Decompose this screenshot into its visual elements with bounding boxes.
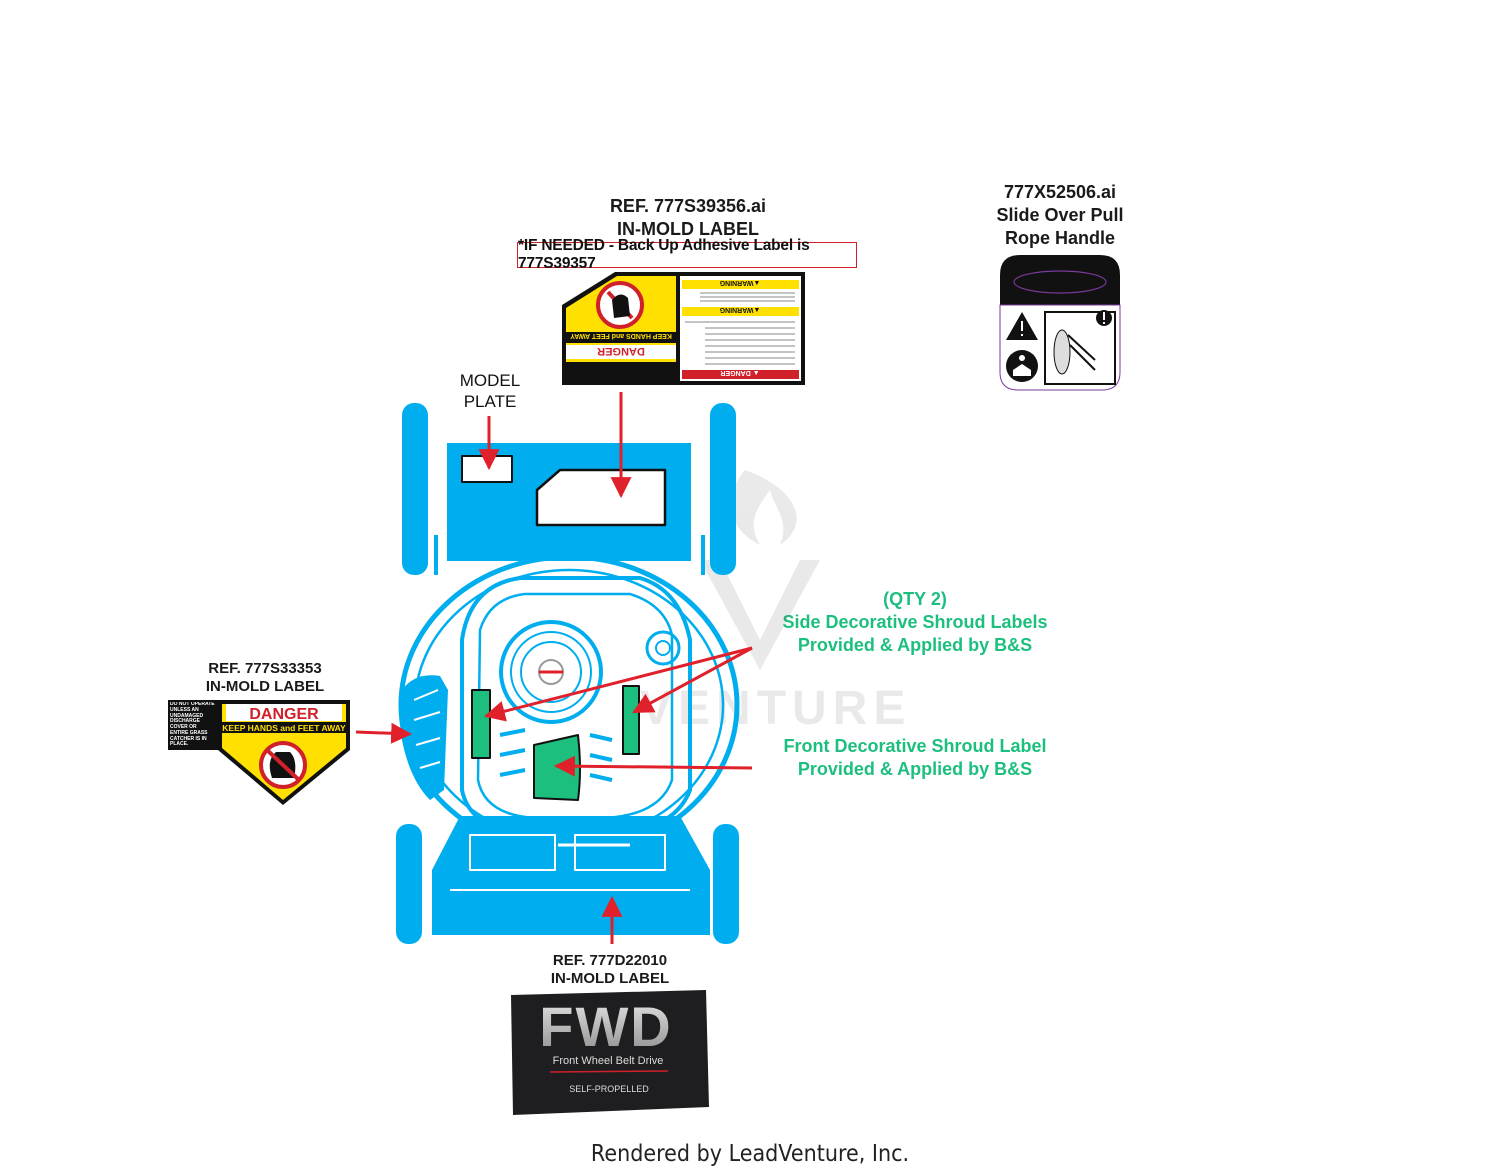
pull-rope-line2: Rope Handle (1004, 228, 1115, 248)
svg-text:DANGER: DANGER (597, 345, 645, 357)
top-label-ref: REF. 777S39356.ai (609, 196, 767, 216)
svg-text:KEEP HANDS and FEET AWAY: KEEP HANDS and FEET AWAY (222, 723, 346, 733)
arrow-left-label (355, 722, 413, 744)
watermark-logo: VENTURE (640, 470, 911, 735)
left-label-type: IN-MOLD LABEL (205, 678, 325, 695)
svg-text:▲ DANGER: ▲ DANGER (720, 369, 759, 376)
backup-label-note: *IF NEEDED - Back Up Adhesive Label is 7… (517, 237, 857, 272)
model-plate-line2: PLATE (463, 392, 517, 411)
side-shroud-line1: Side Decorative Shroud Labels (782, 612, 1048, 632)
footer-credit: Rendered by LeadVenture, Inc. (590, 1141, 910, 1167)
svg-text:SELF-PROPELLED: SELF-PROPELLED (569, 1084, 649, 1094)
rear-right-wheel (710, 403, 736, 575)
danger-label-small: DO NOT OPERATE UNLESS AN UNDAMAGED DISCH… (168, 700, 350, 805)
pull-rope-ref: 777X52506.ai (1003, 182, 1117, 202)
svg-text:Front Wheel Belt Drive: Front Wheel Belt Drive (553, 1055, 664, 1067)
svg-text:DANGER: DANGER (249, 706, 319, 723)
pull-rope-line1: Slide Over Pull (996, 205, 1124, 225)
side-shroud-qty: (QTY 2) (883, 589, 947, 609)
model-plate-line1: MODEL (459, 371, 521, 390)
front-shroud-line1: Front Decorative Shroud Label (783, 736, 1047, 756)
svg-text:KEEP HANDS and FEET AWAY: KEEP HANDS and FEET AWAY (570, 332, 672, 339)
rear-left-wheel (402, 403, 428, 575)
danger-label-large: DANGER KEEP HANDS and FEET AWAY ▲WARNING… (562, 272, 805, 385)
mower-body (396, 403, 740, 944)
bottom-label-ref: REF. 777D22010 (552, 952, 668, 969)
front-housing (432, 816, 710, 935)
arrow-side-left (483, 646, 753, 722)
fwd-label: FWD Front Wheel Belt Drive SELF-PROPELLE… (511, 990, 709, 1115)
arrow-side-right (632, 646, 753, 714)
svg-text:▲WARNING: ▲WARNING (719, 306, 760, 313)
left-label-ref: REF. 777S33353 (208, 660, 322, 677)
watermark-text: VENTURE (640, 682, 911, 735)
svg-text:FWD: FWD (539, 995, 673, 1058)
arrow-front-shroud (553, 755, 753, 777)
front-right-wheel (713, 824, 739, 944)
pull-rope-label (999, 255, 1121, 391)
pointer-arrows (355, 392, 753, 944)
rear-label-area (535, 468, 667, 527)
svg-text:▲WARNING: ▲WARNING (719, 279, 760, 286)
side-shroud-label-left (471, 689, 491, 759)
model-plate (461, 455, 513, 483)
front-left-wheel (396, 824, 422, 944)
top-label-type: IN-MOLD LABEL (617, 219, 759, 239)
side-shroud-line2: Provided & Applied by B&S (797, 635, 1033, 655)
bottom-label-type: IN-MOLD LABEL (550, 970, 670, 987)
front-shroud-line2: Provided & Applied by B&S (797, 759, 1033, 779)
side-shroud-label-right (622, 685, 640, 755)
